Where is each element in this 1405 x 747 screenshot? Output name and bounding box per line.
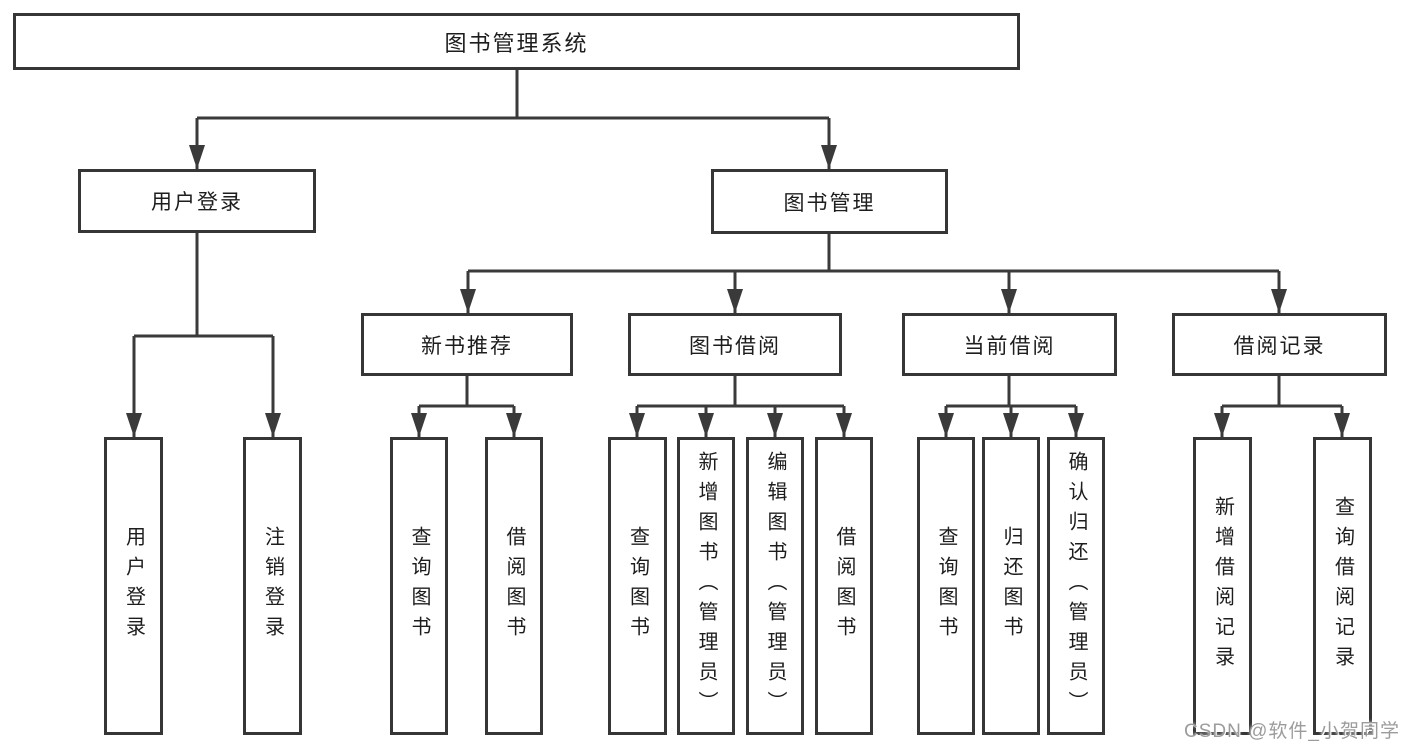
node-library-system: 图书管理系统 [13,13,1020,70]
leaf-current-query-books: 查询图书 [917,437,975,735]
leaf-add-books-admin-label: 新增图书（管理员） [695,451,717,721]
current-borrow-splitter-line [946,376,1076,408]
node-user-login: 用户登录 [78,169,316,233]
leaf-query-borrow-record: 查询借阅记录 [1313,437,1372,735]
node-user-login-label: 用户登录 [151,191,243,214]
book-management-splitter-line [468,234,1279,273]
node-book-borrow: 图书借阅 [628,313,842,376]
leaf-confirm-return-admin-label: 确认归还（管理员） [1065,451,1087,721]
leaf-logout: 注销登录 [243,437,302,735]
leaf-current-query-books-label: 查询图书 [935,526,957,646]
node-current-borrow: 当前借阅 [902,313,1117,376]
leaf-borrow-books-label: 借阅图书 [833,526,855,646]
leaf-user-login: 用户登录 [104,437,163,735]
node-current-borrow-label: 当前借阅 [963,334,1056,358]
leaf-edit-books-admin: 编辑图书（管理员） [746,437,804,735]
node-library-system-label: 图书管理系统 [444,30,589,56]
leaf-recommend-query-books-label: 查询图书 [408,526,430,646]
leaf-confirm-return-admin: 确认归还（管理员） [1047,437,1105,735]
new-book-recommend-splitter-line [419,376,514,408]
node-new-book-recommend-label: 新书推荐 [421,334,513,358]
leaf-add-books-admin: 新增图书（管理员） [677,437,735,735]
leaf-recommend-query-books: 查询图书 [390,437,448,735]
node-book-management-label: 图书管理 [783,191,876,215]
leaf-recommend-borrow-books-label: 借阅图书 [503,526,525,646]
node-new-book-recommend: 新书推荐 [361,313,573,376]
leaf-add-borrow-record: 新增借阅记录 [1193,437,1252,735]
leaf-borrow-query-books-label: 查询图书 [626,526,649,646]
leaf-borrow-books: 借阅图书 [815,437,873,735]
node-borrow-records: 借阅记录 [1172,313,1387,376]
book-borrow-splitter-line [637,376,844,408]
node-book-management: 图书管理 [711,169,948,234]
borrow-records-splitter-line [1222,376,1342,408]
leaf-return-books-label: 归还图书 [1000,526,1022,646]
node-book-borrow-label: 图书借阅 [689,334,781,358]
leaf-add-borrow-record-label: 新增借阅记录 [1211,496,1234,676]
csdn-watermark: CSDN @软件_小贺同学 [1184,721,1400,742]
leaf-recommend-borrow-books: 借阅图书 [485,437,543,735]
leaf-borrow-query-books: 查询图书 [608,437,667,735]
leaf-query-borrow-record-label: 查询借阅记录 [1331,496,1354,676]
leaf-user-login-label: 用户登录 [122,526,145,646]
root-splitter-line [197,70,829,120]
leaf-logout-label: 注销登录 [261,526,284,646]
node-borrow-records-label: 借阅记录 [1233,334,1326,358]
user-login-splitter-line [134,233,273,338]
leaf-return-books: 归还图书 [982,437,1040,735]
leaf-edit-books-admin-label: 编辑图书（管理员） [764,451,786,721]
